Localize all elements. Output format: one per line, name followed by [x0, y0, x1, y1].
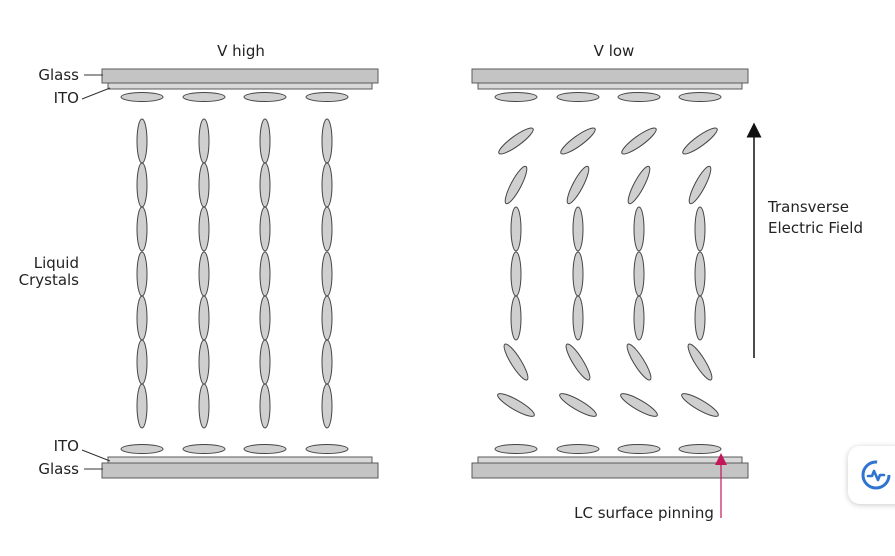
lc-molecule [321, 383, 333, 429]
lc-molecule [556, 444, 600, 454]
lc-molecule [321, 295, 333, 341]
label-glass-bottom: Glass [38, 460, 79, 478]
lc-molecule [259, 339, 271, 385]
lc-molecule [136, 118, 148, 164]
lc-molecule [556, 92, 600, 102]
lc-molecule [559, 393, 597, 417]
lc-molecule [259, 251, 271, 297]
label-electric-field: Electric Field [768, 219, 863, 237]
lc-molecule [617, 444, 661, 454]
lc-molecule [498, 127, 534, 155]
lc-molecule [136, 339, 148, 385]
lc-molecule [510, 206, 522, 252]
lc-molecule [259, 118, 271, 164]
lc-molecule [305, 92, 349, 102]
lc-molecule [503, 343, 529, 381]
leader-ito-bottom [81, 449, 111, 462]
right-top-ito [477, 82, 743, 90]
lc-molecule [682, 127, 718, 155]
lc-molecule [633, 295, 645, 341]
lc-molecule [182, 444, 226, 454]
lc-molecule [572, 251, 584, 297]
label-crystals: Crystals [19, 271, 80, 289]
left-top-ito [107, 82, 373, 90]
lc-molecule [198, 383, 210, 429]
label-glass-top: Glass [38, 66, 79, 84]
lc-molecule [566, 165, 590, 205]
lc-molecule [572, 295, 584, 341]
lc-molecule [243, 92, 287, 102]
lc-molecule [687, 343, 713, 381]
lc-molecule [621, 127, 657, 155]
lc-molecule [243, 444, 287, 454]
lc-molecule [136, 162, 148, 208]
lc-molecule [259, 383, 271, 429]
label-transverse: Transverse [767, 198, 849, 216]
lc-molecule [198, 162, 210, 208]
assistant-logo-icon[interactable] [860, 459, 892, 491]
lc-molecule [198, 206, 210, 252]
left-top-glass [101, 68, 379, 84]
lc-molecule [688, 165, 712, 205]
lc-molecule [321, 206, 333, 252]
lc-molecule [198, 295, 210, 341]
label-liquid: Liquid [34, 254, 79, 272]
lc-molecule [494, 444, 538, 454]
lc-molecule [136, 206, 148, 252]
lc-molecule [305, 444, 349, 454]
lc-molecule [321, 118, 333, 164]
leader-ito-top [81, 87, 111, 100]
lc-molecule [633, 251, 645, 297]
title-v-low: V low [594, 42, 635, 60]
title-v-high: V high [217, 42, 265, 60]
lc-molecule [627, 165, 651, 205]
lc-molecule [678, 444, 722, 454]
lc-molecule [694, 251, 706, 297]
label-surface-pinning: LC surface pinning [574, 504, 714, 522]
assistant-widget[interactable] [848, 446, 895, 504]
lc-molecule [504, 165, 528, 205]
lc-molecule [321, 339, 333, 385]
lc-molecule [617, 92, 661, 102]
lc-molecule [565, 343, 591, 381]
lc-molecule [678, 92, 722, 102]
lc-molecule [620, 393, 658, 417]
lc-molecule [560, 127, 596, 155]
lc-molecule [259, 295, 271, 341]
right-bottom-glass [471, 462, 749, 479]
right-top-glass [471, 68, 749, 84]
lc-molecule [494, 92, 538, 102]
lc-molecule [136, 295, 148, 341]
lc-molecule [136, 251, 148, 297]
lc-molecule [259, 162, 271, 208]
lc-molecule [259, 206, 271, 252]
lc-molecule [572, 206, 584, 252]
lc-molecule [681, 393, 719, 417]
lc-molecule [182, 92, 226, 102]
lc-molecule [120, 444, 164, 454]
lc-molecule [694, 295, 706, 341]
lc-molecule [633, 206, 645, 252]
left-bottom-ito [107, 456, 373, 464]
liquid-crystal-molecules [120, 92, 722, 454]
lc-molecule [694, 206, 706, 252]
lc-molecule [321, 251, 333, 297]
lc-molecule [510, 295, 522, 341]
right-bottom-ito [477, 456, 743, 464]
lc-molecule [120, 92, 164, 102]
lc-molecule [626, 343, 652, 381]
label-ito-top: ITO [54, 89, 79, 107]
lc-molecule [136, 383, 148, 429]
lc-molecule [198, 118, 210, 164]
lc-molecule [198, 339, 210, 385]
label-ito-bottom: ITO [54, 437, 79, 455]
left-bottom-glass [101, 462, 379, 479]
lc-molecule [321, 162, 333, 208]
lc-molecule [198, 251, 210, 297]
lc-molecule [497, 393, 535, 417]
lc-molecule [510, 251, 522, 297]
